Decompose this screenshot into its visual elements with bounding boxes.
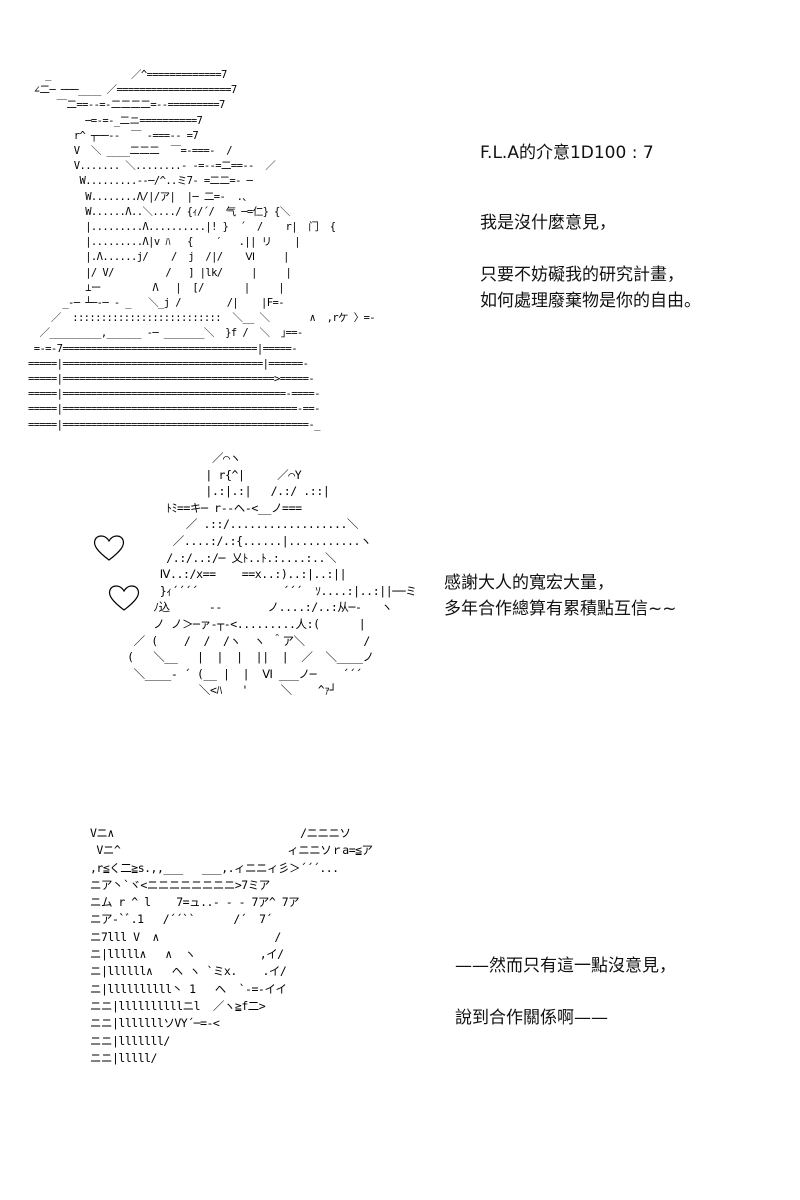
heart-icon (108, 585, 140, 611)
heart-icon (93, 535, 125, 561)
panel-3-line-1: ——然而只有這一點沒意見， (455, 956, 676, 976)
panel-2-line-1: 感謝大人的寬宏大量， (444, 573, 614, 593)
panel-2-text: 感謝大人的寬宏大量， 多年合作總算有累積點互信~~ (444, 570, 677, 622)
ascii-art-bunny-girl: ／⌒ヽ | r{^| ／⌒Y |.:|.:| /.:/ .::| ﾄﾐ==キ─ … (127, 451, 417, 698)
panel-1-line-2: 只要不妨礙我的研究計畫， (480, 265, 684, 285)
panel-1-text: F.L.A的介意1D100 : 7 我是沒什麼意見， 只要不妨礙我的研究計畫， … (480, 140, 701, 314)
panel-3-line-2: 說到合作關係啊—— (455, 1008, 608, 1028)
panel-1-line-1: 我是沒什麼意見， (480, 213, 616, 233)
ascii-art-closeup: Vニ∧ /ニニニソ Vニ^ ィニニソｒa=≦ア ,r≦く二≧s.,,___ __… (90, 826, 373, 1065)
ascii-art-flandre: _ ／^=============7 ∠二─ ───____ ／========… (28, 69, 376, 431)
panel-2: ／⌒ヽ | r{^| ／⌒Y |.:|.:| /.:/ .::| ﾄﾐ==キ─ … (0, 450, 800, 750)
panel-3-text: ——然而只有這一點沒意見， 說到合作關係啊—— (455, 953, 676, 1031)
panel-1: _ ／^=============7 ∠二─ ───____ ／========… (0, 60, 800, 431)
panel-2-line-2: 多年合作總算有累積點互信~~ (444, 599, 677, 619)
panel-3: Vニ∧ /ニニニソ Vニ^ ィニニソｒa=≦ア ,r≦く二≧s.,,___ __… (0, 815, 800, 1095)
panel-1-line-3: 如何處理廢棄物是你的自由。 (480, 291, 701, 311)
panel-1-title: F.L.A的介意1D100 : 7 (480, 143, 654, 163)
